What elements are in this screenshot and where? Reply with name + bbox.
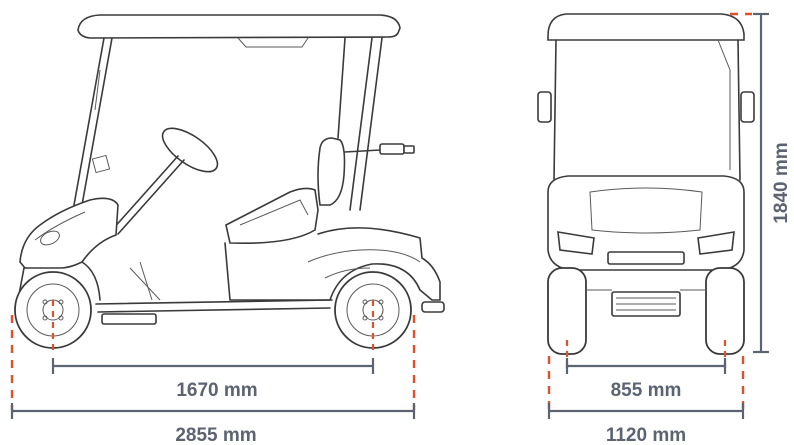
front-view-dimensions: 855 mm 1120 mm 1840 mm: [547, 12, 792, 445]
side-view-drawing: [14, 14, 445, 349]
side-view-dimensions: 1670 mm 2855 mm: [10, 300, 416, 445]
overall-width-label: 1120 mm: [606, 425, 686, 445]
track-width-label: 855 mm: [611, 380, 682, 401]
wheelbase-label: 1670 mm: [176, 380, 257, 401]
overall-height-label: 1840 mm: [771, 142, 792, 223]
overall-length-label: 2855 mm: [175, 425, 256, 445]
front-view-drawing: [537, 13, 755, 355]
